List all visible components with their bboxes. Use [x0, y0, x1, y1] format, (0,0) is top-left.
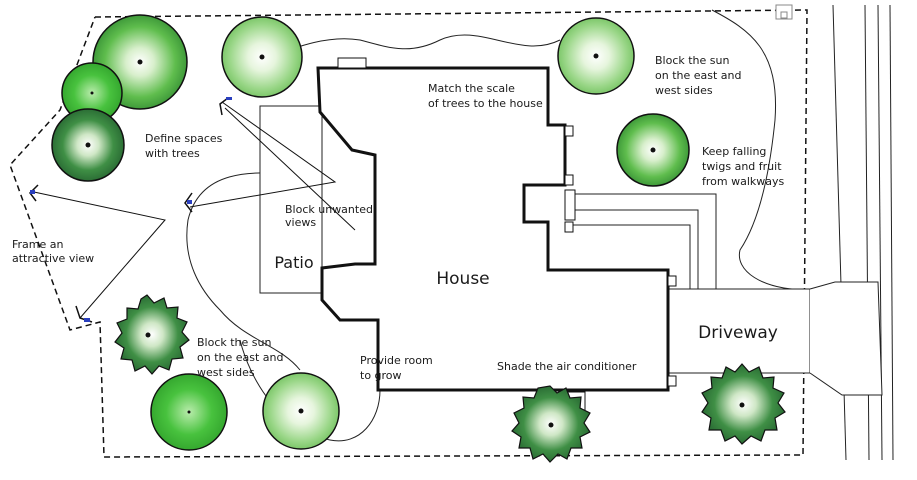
svg-text:to grow: to grow — [360, 369, 402, 382]
note-falling-twigs: Keep falling twigs and fruit from walkwa… — [702, 145, 785, 188]
svg-text:Keep falling: Keep falling — [702, 145, 766, 158]
property-line — [9, 9, 808, 458]
tree-icon — [150, 373, 228, 451]
tree-icon — [114, 294, 190, 375]
svg-text:on the east and: on the east and — [197, 351, 284, 364]
svg-text:west sides: west sides — [655, 84, 713, 97]
svg-text:west sides: west sides — [197, 366, 255, 379]
svg-text:on the east and: on the east and — [655, 69, 742, 82]
svg-text:from walkways: from walkways — [702, 175, 785, 188]
svg-text:Block the sun: Block the sun — [197, 336, 271, 349]
tree-icon — [701, 363, 786, 445]
svg-text:Block the sun: Block the sun — [655, 54, 729, 67]
driveway-shape — [667, 281, 883, 396]
driveway-label: Driveway — [698, 323, 778, 343]
house-label: House — [436, 269, 489, 289]
tree-icon — [616, 113, 690, 187]
svg-text:twigs and fruit: twigs and fruit — [702, 160, 782, 173]
svg-text:with trees: with trees — [145, 147, 200, 160]
svg-text:Match the scale: Match the scale — [428, 82, 515, 95]
view-arrow-tips — [30, 97, 232, 322]
note-block-sun-sw: Block the sun on the east and west sides — [197, 336, 284, 379]
note-shade-ac: Shade the air conditioner — [497, 360, 637, 373]
tree-icon — [262, 372, 340, 450]
note-define-spaces: Define spaces with trees — [145, 132, 223, 160]
tree-icon — [221, 16, 303, 98]
svg-text:views: views — [285, 216, 316, 229]
note-block-views: Block unwanted views — [285, 203, 373, 229]
tree-icon — [51, 108, 125, 182]
svg-text:of trees to the house: of trees to the house — [428, 97, 543, 110]
patio-label: Patio — [274, 253, 313, 272]
house-footprint — [316, 66, 670, 392]
svg-text:Frame an: Frame an — [12, 238, 64, 251]
tree-icon — [557, 17, 635, 95]
note-match-scale: Match the scale of trees to the house — [428, 82, 543, 110]
svg-text:attractive view: attractive view — [12, 252, 94, 265]
svg-text:Block unwanted: Block unwanted — [285, 203, 373, 216]
trees — [51, 14, 786, 463]
note-frame-view: Frame an attractive view — [12, 238, 94, 265]
svg-text:Provide room: Provide room — [360, 354, 433, 367]
note-block-sun-ne: Block the sun on the east and west sides — [655, 54, 742, 97]
sight-lines — [33, 101, 356, 319]
tree-icon — [511, 385, 591, 463]
svg-text:Define spaces: Define spaces — [145, 132, 223, 145]
note-room-to-grow: Provide room to grow — [360, 354, 433, 382]
walkway-lines — [572, 193, 717, 289]
